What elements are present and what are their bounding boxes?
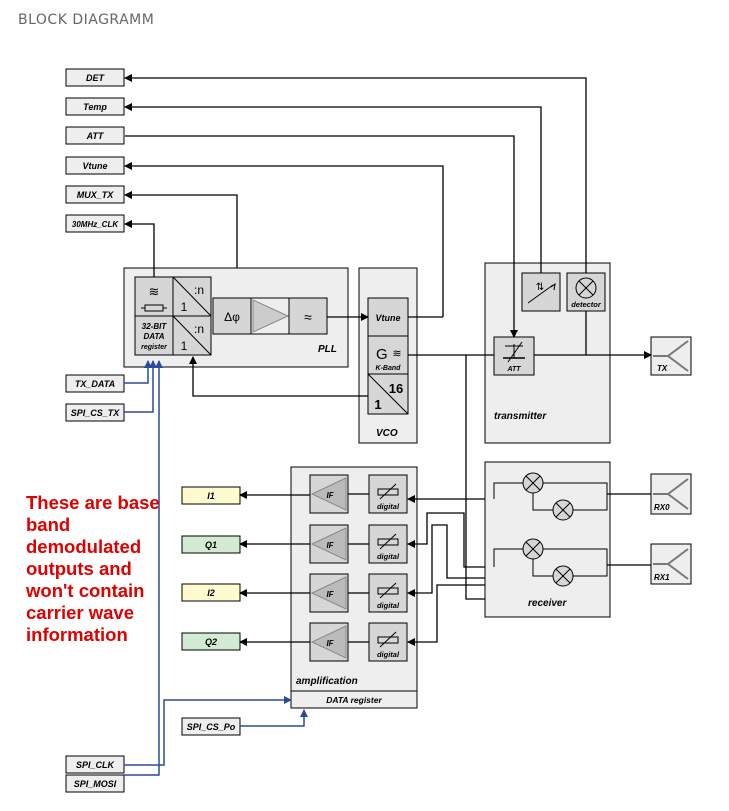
signal-att-label: ATT: [86, 131, 105, 141]
divider-top-n: :n: [194, 283, 204, 297]
vco-kband-label: K-Band: [376, 365, 402, 372]
output-q2-label: Q2: [205, 637, 217, 647]
control-bus: [124, 360, 308, 776]
signal-spi-clk-label: SPI_CLK: [76, 760, 116, 770]
pll-register-line1: 32-BIT: [142, 322, 168, 331]
pll-label: PLL: [318, 344, 337, 355]
signal-det: DET: [65, 68, 125, 87]
divider-top-one: 1: [181, 300, 188, 314]
tx-antenna: TX: [650, 336, 692, 376]
transmitter-label: transmitter: [494, 411, 547, 422]
rx0-antenna-label: RX0: [654, 503, 670, 512]
att-label: ATT: [506, 366, 521, 373]
pll-block: ≋ 32-BIT DATA register :n 1 :n 1 Δφ ≈ PL…: [123, 267, 349, 368]
diagram-title: BLOCK DIAGRAMM: [18, 12, 154, 28]
signal-vtune-label: Vtune: [82, 161, 107, 171]
signal-spi-cs-tx: SPI_CS_TX: [65, 403, 125, 422]
if-channel-3: IF digital: [309, 573, 408, 613]
phase-detector: [212, 297, 252, 335]
digital-label-1: digital: [377, 502, 400, 511]
detector-label: detector: [571, 300, 602, 309]
divider-bottom-one: 1: [181, 339, 188, 353]
tx-antenna-label: TX: [657, 364, 668, 373]
receiver-label: receiver: [528, 598, 567, 609]
vco-g-symbol: G: [376, 346, 388, 363]
transmitter-block: ⇅ detector ATT transmitter: [484, 262, 611, 444]
signal-spi-mosi-label: SPI_MOSI: [74, 779, 117, 789]
vco-div-den: 16: [389, 381, 403, 396]
signal-vtune: Vtune: [65, 156, 125, 175]
signal-spi-cs-po-label: SPI_CS_Po: [187, 722, 236, 732]
if-label-2: IF: [326, 541, 334, 550]
vco-label: VCO: [376, 428, 398, 439]
signal-30mhz-clk: 30MHz_CLK: [65, 214, 125, 233]
amp-register-label: DATA register: [326, 695, 382, 705]
pll-register-line2: DATA: [143, 332, 164, 341]
signal-mux-tx: MUX_TX: [65, 185, 125, 204]
output-i2-label: I2: [207, 588, 215, 598]
output-q1-label: Q1: [205, 540, 217, 550]
vco-wave-icon: ≋: [392, 348, 401, 360]
signal-temp-label: Temp: [83, 102, 107, 112]
output-i2: I2: [181, 583, 241, 602]
if-label-1: IF: [326, 491, 334, 500]
signal-temp: Temp: [65, 97, 125, 116]
temp-sensor-icon: ⇅: [536, 282, 544, 293]
signal-30mhz-clk-label: 30MHz_CLK: [72, 220, 119, 229]
output-i1: I1: [181, 486, 241, 505]
filter-icon: ≋: [149, 284, 160, 299]
signal-tx-data: TX_DATA: [65, 374, 125, 393]
output-q2: Q2: [181, 632, 241, 651]
signal-spi-cs-po: SPI_CS_Po: [181, 717, 241, 736]
signal-tx-data-label: TX_DATA: [75, 379, 115, 389]
digital-label-2: digital: [377, 552, 400, 561]
signal-att: ATT: [65, 126, 125, 145]
amplification-label: amplification: [296, 676, 358, 687]
phase-symbol: Δφ: [224, 310, 240, 324]
vco-block: Vtune G ≋ K-Band 16 1 VCO: [358, 267, 418, 444]
if-channel-4: IF digital: [309, 622, 408, 662]
if-label-4: IF: [326, 639, 334, 648]
signal-det-label: DET: [86, 73, 106, 83]
receiver-block: receiver: [484, 461, 611, 618]
if-channel-1: IF digital: [309, 474, 408, 514]
output-i1-label: I1: [207, 491, 215, 501]
signal-spi-cs-tx-label: SPI_CS_TX: [71, 408, 121, 418]
pll-register-line3: register: [141, 344, 168, 351]
if-channel-2: IF digital: [309, 524, 408, 564]
signal-mux-tx-label: MUX_TX: [77, 190, 115, 200]
digital-label-3: digital: [377, 601, 400, 610]
digital-label-4: digital: [377, 650, 400, 659]
vco-vtune-label: Vtune: [375, 313, 400, 323]
loop-filter-icon: ≈: [304, 309, 312, 325]
annotation-note: These are base band demodulated outputs …: [26, 492, 160, 645]
if-label-3: IF: [326, 590, 334, 599]
divider-bottom-n: :n: [194, 322, 204, 336]
signal-spi-clk: SPI_CLK: [65, 755, 125, 774]
rx1-antenna-label: RX1: [654, 573, 670, 582]
signal-spi-mosi: SPI_MOSI: [65, 774, 125, 793]
rx0-antenna: RX0: [650, 473, 692, 515]
output-q1: Q1: [181, 535, 241, 554]
amplification-block: DATA register amplification IF digital I…: [290, 466, 418, 709]
rx1-antenna: RX1: [650, 543, 692, 585]
vco-div-num: 1: [374, 397, 381, 412]
signal-wires: [124, 74, 652, 646]
loop-filter: [288, 297, 328, 335]
